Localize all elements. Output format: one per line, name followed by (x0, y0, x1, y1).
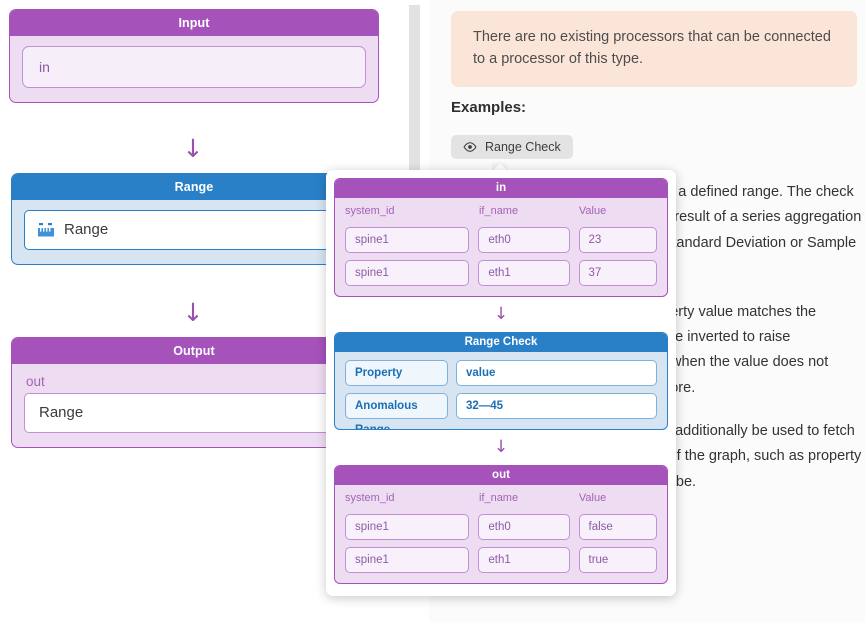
arrow-down-icon: ↓ (182, 298, 204, 327)
popup-in-r0-system-id: spine1 (345, 227, 470, 253)
node-input[interactable]: Input in (9, 9, 379, 103)
node-range[interactable]: Range Range (11, 173, 377, 265)
popup-in-header-row: system_id if_name Value (345, 205, 657, 220)
popup-in-r0-value: 23 (578, 227, 657, 253)
popup-out-r1-system-id: spine1 (345, 547, 470, 573)
popup-rc-key-property: Property (345, 360, 448, 386)
table-row: spine1 eth1 37 (345, 260, 657, 286)
popup-out-r1-if-name: eth1 (478, 547, 570, 573)
popup-in-r1-value: 37 (578, 260, 657, 286)
popup-arrow-down-icon: ↓ (493, 304, 509, 324)
table-row: spine1 eth1 true (345, 547, 657, 573)
table-row: spine1 eth0 false (345, 514, 657, 540)
popup-block-out-title: out (335, 466, 667, 485)
popup-in-r1-if-name: eth1 (478, 260, 570, 286)
popup-rc-value-anomalous-range: 32—45 (456, 393, 657, 419)
popup-in-col-system-id: system_id (345, 205, 395, 217)
node-input-body: in (10, 36, 378, 102)
range-icon (37, 222, 55, 238)
popup-out-r1-value: true (578, 547, 657, 573)
vertical-scrollbar[interactable] (409, 5, 420, 292)
popup-block-in-title: in (335, 179, 667, 198)
arrow-down-icon: ↓ (182, 134, 204, 163)
popup-range-check-params: Property value Anomalous Range 32—45 (335, 352, 667, 429)
popup-in-table: system_id if_name Value spine1 eth0 23 s… (335, 198, 667, 296)
node-output-value[interactable]: Range (24, 393, 364, 433)
node-range-title: Range (12, 174, 376, 200)
example-chip-label: Range Check (485, 140, 561, 154)
node-output[interactable]: Output out Range (11, 337, 377, 448)
node-output-title: Output (12, 338, 376, 364)
example-chip-range-check[interactable]: Range Check (451, 135, 573, 159)
popup-out-header-row: system_id if_name Value (345, 492, 657, 507)
node-range-value-field[interactable]: Range (24, 210, 364, 250)
node-output-body: out Range (12, 364, 376, 447)
node-output-slot-label: out (26, 374, 45, 389)
no-processors-alert: There are no existing processors that ca… (451, 11, 857, 87)
popup-rc-key-anomalous-range: Anomalous Range (345, 393, 448, 429)
node-input-title: Input (10, 10, 378, 36)
popup-out-col-if-name: if_name (478, 492, 519, 504)
popup-out-r0-if-name: eth0 (478, 514, 570, 540)
list-item: Property value (345, 360, 657, 386)
popup-block-out: out system_id if_name Value spine1 eth0 … (334, 465, 668, 584)
popup-block-in: in system_id if_name Value spine1 eth0 2… (334, 178, 668, 297)
popup-in-col-value: Value (578, 205, 607, 217)
popup-in-r1-system-id: spine1 (345, 260, 470, 286)
popup-rc-value-property: value (456, 360, 657, 386)
node-range-value: Range (64, 221, 109, 238)
popup-out-r0-system-id: spine1 (345, 514, 470, 540)
popup-out-col-value: Value (578, 492, 607, 504)
list-item: Anomalous Range 32—45 (345, 393, 657, 429)
table-row: spine1 eth0 23 (345, 227, 657, 253)
eye-icon (463, 142, 477, 152)
popup-in-col-if-name: if_name (478, 205, 519, 217)
popup-block-range-check-title: Range Check (335, 333, 667, 352)
examples-heading: Examples: (451, 99, 527, 116)
popup-out-col-system-id: system_id (345, 492, 395, 504)
node-range-body: Range (12, 200, 376, 264)
popup-in-r0-if-name: eth0 (478, 227, 570, 253)
popup-arrow-down-icon: ↓ (493, 437, 509, 457)
popup-out-r0-value: false (578, 514, 657, 540)
example-preview-popup[interactable]: in system_id if_name Value spine1 eth0 2… (326, 170, 676, 596)
node-input-value[interactable]: in (22, 46, 366, 88)
popup-out-table: system_id if_name Value spine1 eth0 fals… (335, 485, 667, 583)
popup-block-range-check: Range Check Property value Anomalous Ran… (334, 332, 668, 430)
